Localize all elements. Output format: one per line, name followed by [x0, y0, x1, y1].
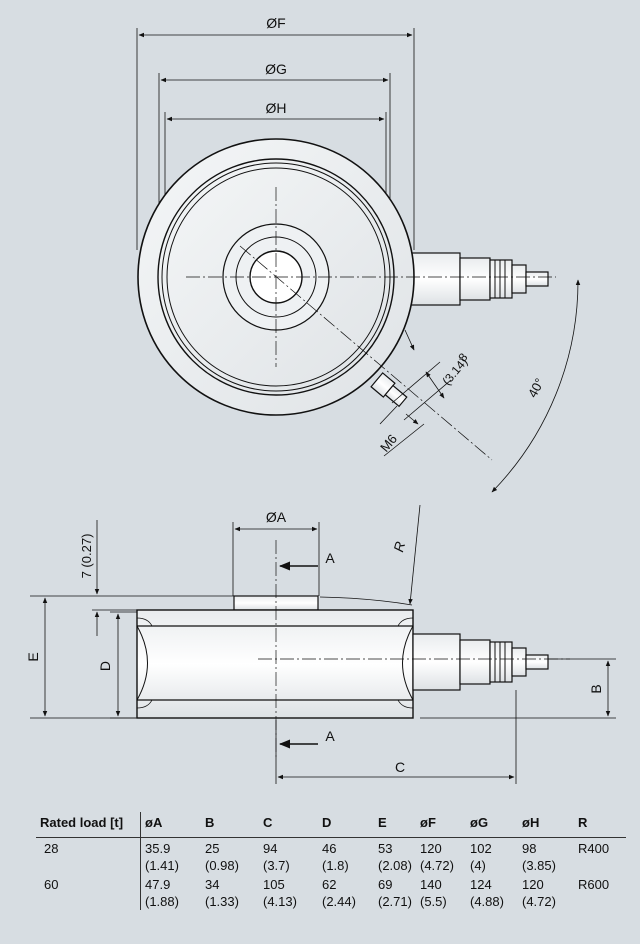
- header-dia-f: øF: [420, 815, 436, 830]
- cell-c: 105(4.13): [263, 877, 297, 909]
- header-dia-h: øH: [522, 815, 540, 830]
- header-dia-g: øG: [470, 815, 489, 830]
- label-angle: 40°: [525, 376, 547, 400]
- cell-b: 34(1.33): [205, 877, 239, 909]
- label-section-a-top: A: [325, 550, 335, 566]
- cell-dia-g: 102(4): [470, 841, 492, 873]
- cell-d: 46(1.8): [322, 841, 349, 873]
- label-dia-h: ØH: [266, 100, 287, 116]
- label-b: B: [588, 684, 604, 693]
- cell-c: 94(3.7): [263, 841, 290, 873]
- cell-dia-a: 35.9(1.41): [145, 841, 179, 873]
- cell-r: R400: [578, 841, 610, 856]
- cable-gland-top: [403, 252, 549, 306]
- cell-dia-f: 120(4.72): [420, 841, 454, 873]
- cell-dia-g: 124(4.88): [470, 877, 504, 909]
- label-radius: R: [390, 540, 408, 554]
- cell-rated-load: 60: [36, 874, 141, 910]
- angle-arc: [491, 279, 581, 493]
- table-row: 28 35.9(1.41) 25(0.98) 94(3.7) 46(1.8) 5…: [36, 837, 626, 874]
- label-d: D: [97, 661, 113, 671]
- threaded-pin: [370, 372, 408, 408]
- header-rated-load: Rated load [t]: [36, 812, 141, 838]
- label-c: C: [395, 759, 405, 775]
- technical-drawing: ØF ØG ØH 40° M6 8 (3.14): [25, 15, 616, 784]
- label-height-offset: 7 (0.27): [79, 534, 94, 579]
- cell-d: 62(2.44): [322, 877, 356, 909]
- header-e: E: [378, 815, 387, 830]
- label-e: E: [25, 652, 41, 661]
- cell-dia-h: 98(3.85): [522, 841, 556, 873]
- cell-e: 53(2.08): [378, 841, 412, 873]
- header-dia-a: øA: [145, 815, 163, 830]
- label-dia-g: ØG: [265, 61, 287, 77]
- side-view: [30, 504, 616, 784]
- cell-rated-load: 28: [36, 837, 141, 874]
- header-r: R: [578, 815, 588, 830]
- dimensions-table: Rated load [t] øA B C D E øF øG øH R 28 …: [36, 812, 626, 910]
- cell-b: 25(0.98): [205, 841, 239, 873]
- label-dia-a: ØA: [266, 509, 287, 525]
- header-b: B: [205, 815, 215, 830]
- cell-e: 69(2.71): [378, 877, 412, 909]
- cell-r: R600: [578, 877, 610, 892]
- cell-dia-a: 47.9(1.88): [145, 877, 179, 909]
- label-dia-f: ØF: [266, 15, 285, 31]
- label-section-a-bottom: A: [325, 728, 335, 744]
- radius-leader: [408, 504, 421, 605]
- cell-dia-f: 140(5.5): [420, 877, 447, 909]
- cell-dia-h: 120(4.72): [522, 877, 556, 909]
- header-c: C: [263, 815, 273, 830]
- cable-gland-side: [412, 633, 549, 691]
- table-row: 60 47.9(1.88) 34(1.33) 105(4.13) 62(2.44…: [36, 874, 626, 910]
- label-thread: M6: [377, 431, 400, 454]
- header-d: D: [322, 815, 332, 830]
- top-view: [136, 28, 581, 493]
- table-header-row: Rated load [t] øA B C D E øF øG øH R: [36, 812, 626, 838]
